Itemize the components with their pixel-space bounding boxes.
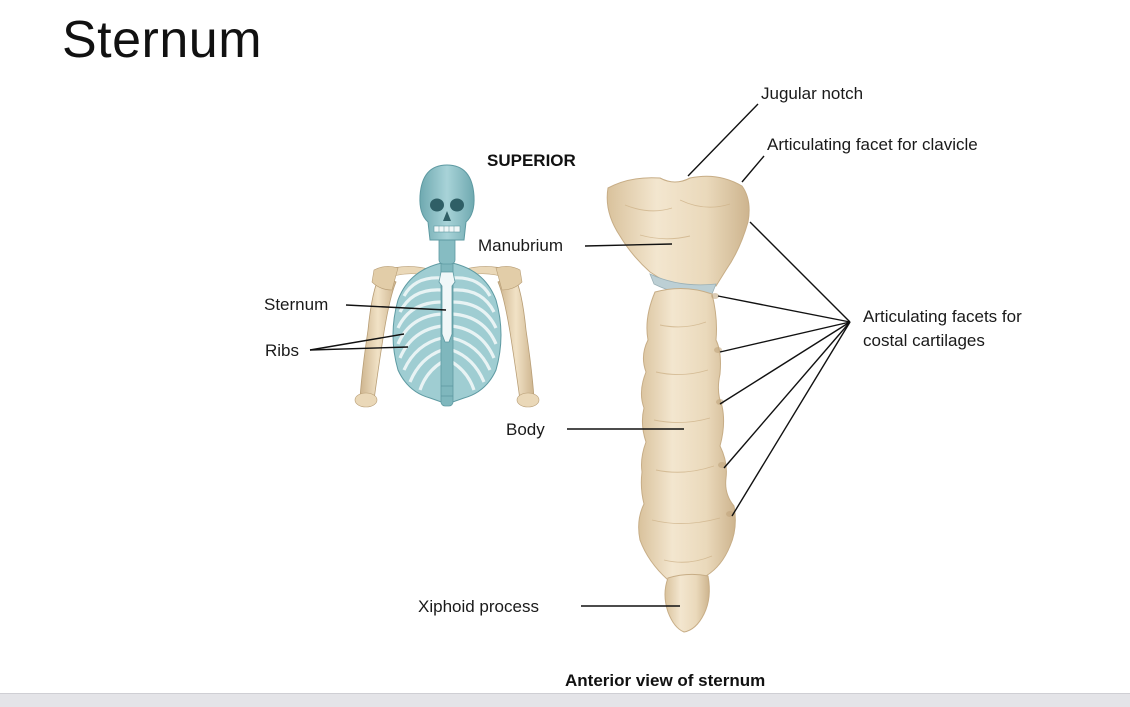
- label-sternum: Sternum: [264, 295, 328, 314]
- left-elbow: [354, 392, 378, 408]
- left-eye-socket: [430, 198, 444, 212]
- right-eye-socket: [450, 198, 464, 212]
- right-shoulder: [495, 266, 523, 291]
- xiphoid-bone: [664, 573, 710, 633]
- right-humerus: [497, 274, 535, 401]
- leader-ribs-1: [309, 333, 405, 351]
- label-jugular-notch: Jugular notch: [761, 84, 863, 103]
- small-sternum: [438, 271, 456, 343]
- skull: [419, 164, 475, 241]
- window-bottom-bar: [0, 693, 1130, 707]
- label-ribs: Ribs: [265, 341, 299, 360]
- label-manubrium: Manubrium: [478, 236, 563, 255]
- slide-title: Sternum: [62, 11, 263, 69]
- orientation-label: SUPERIOR: [487, 151, 576, 170]
- leaders-costal-facets: [717, 221, 851, 517]
- left-humerus: [359, 274, 397, 401]
- leader-sternum: [345, 304, 447, 311]
- label-xiphoid: Xiphoid process: [418, 597, 539, 616]
- manubrium-bone: [606, 175, 750, 287]
- skeleton-illustration: [354, 164, 540, 408]
- ribs-right: [451, 276, 498, 391]
- left-shoulder: [371, 266, 399, 291]
- teeth: [433, 225, 461, 233]
- label-costal-facets-line2: costal cartilages: [863, 331, 985, 350]
- right-elbow: [516, 392, 540, 408]
- sternum-bone: [606, 175, 750, 633]
- nasal-cavity: [443, 211, 451, 221]
- leader-ribs-2: [309, 346, 409, 351]
- leader-clavicle-facet: [741, 155, 765, 183]
- leader-manubrium: [584, 243, 673, 247]
- label-body: Body: [506, 420, 545, 439]
- sternum-body: [638, 288, 736, 581]
- label-costal-facets-line1: Articulating facets for: [863, 307, 1022, 326]
- label-clavicle-facet: Articulating facet for clavicle: [767, 135, 978, 154]
- figure-caption: Anterior view of sternum: [565, 671, 765, 690]
- leader-jugular-notch: [687, 103, 759, 177]
